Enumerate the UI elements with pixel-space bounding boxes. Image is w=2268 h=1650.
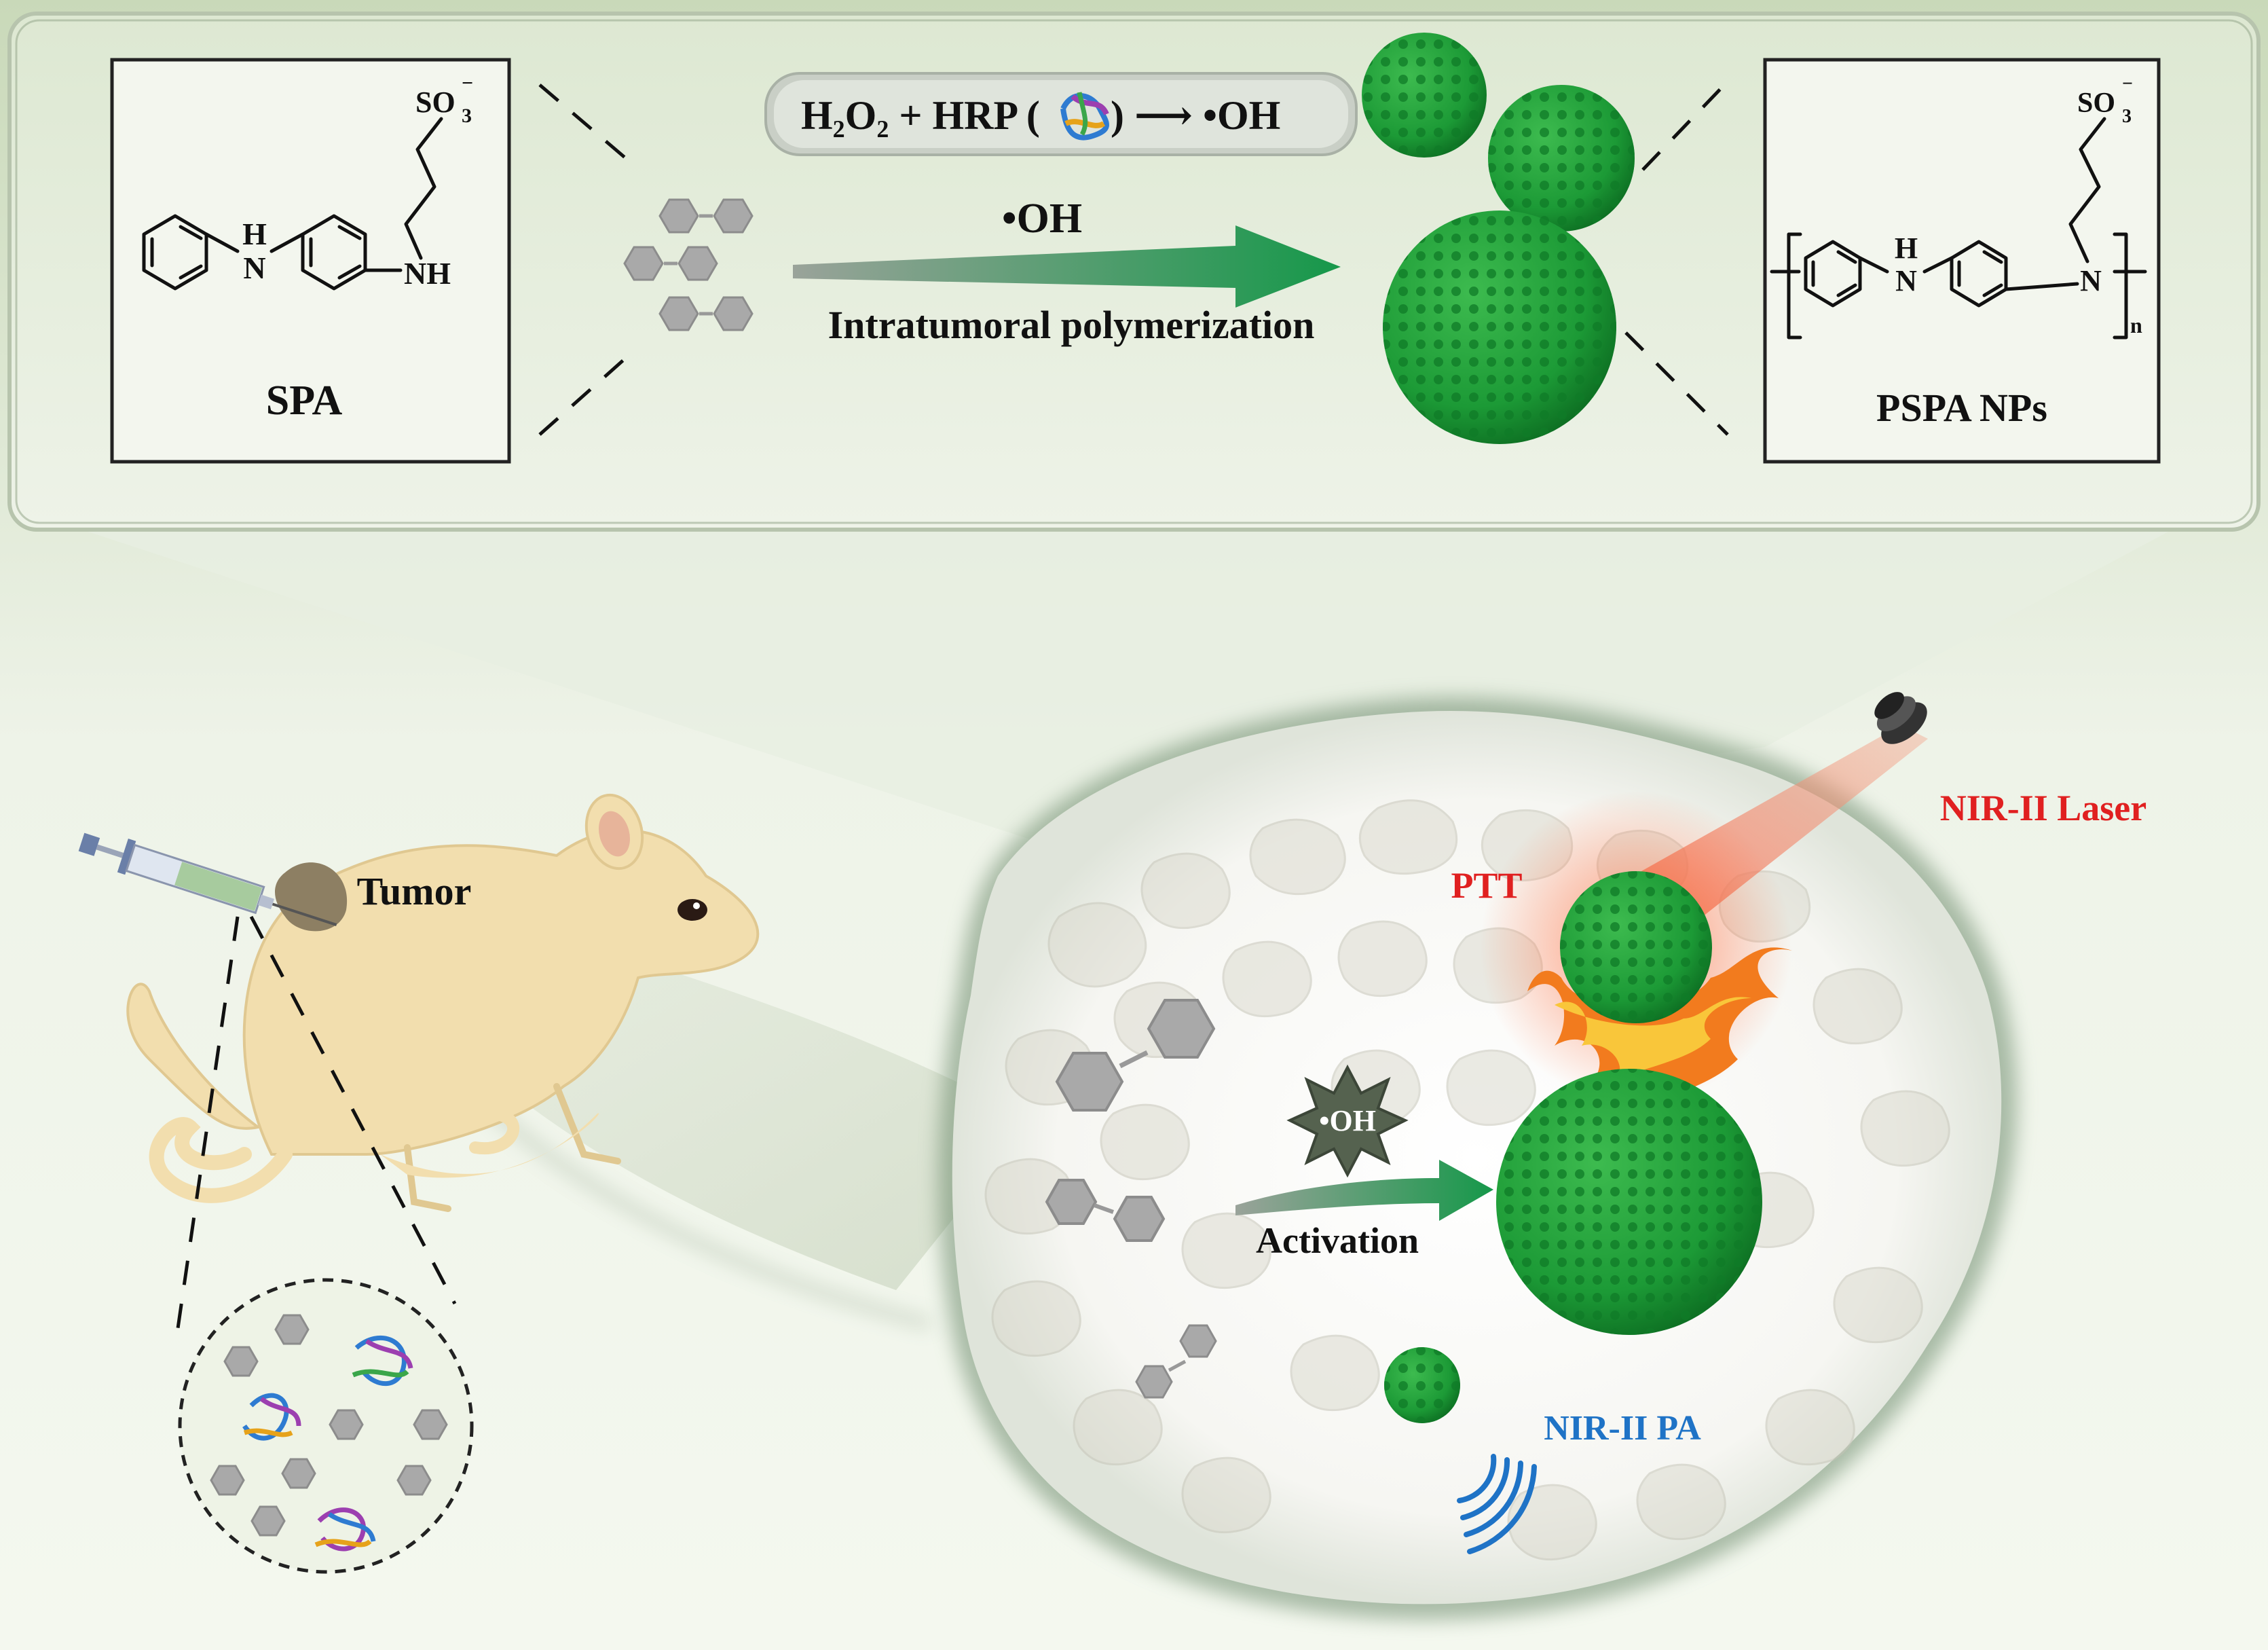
polymer-box: H N N SO 3 − n PSPA NPs	[1763, 58, 2161, 464]
laser-emitter-icon	[1874, 692, 1927, 744]
formulation-circle	[178, 1278, 474, 1574]
soundwave-icon	[1457, 1454, 1537, 1554]
polymer-sulfonate-sup: −	[2122, 73, 2133, 94]
hrp-enzyme-icon	[242, 1335, 413, 1552]
polymer-amine-n: N	[1895, 264, 1917, 297]
polymer-sulfonate-sub: 3	[2122, 106, 2132, 127]
polymerization-arrow	[793, 225, 1341, 308]
arrow-process-label: Intratumoral polymerization	[828, 303, 1315, 347]
laser-label: NIR-II Laser	[1940, 788, 2147, 828]
radical-label: •OH	[1319, 1104, 1376, 1137]
nanoparticle-cluster-top	[1362, 33, 1635, 444]
monomer-sulfonate: SO	[415, 86, 456, 119]
polymer-amine-h: H	[1895, 232, 1918, 265]
arrow-reagent-label: •OH	[1002, 196, 1082, 242]
monomer-name: SPA	[266, 378, 343, 424]
polymer-repeat-index: n	[2130, 313, 2142, 337]
nanoparticle-activated	[1496, 1069, 1762, 1335]
polymer-sulfonate: SO	[2077, 88, 2115, 119]
top-panel: H N NH SO 3 − SPA H₂O₂ + HRP (	[7, 12, 2261, 532]
monomer-amine-h: H	[242, 217, 267, 251]
tumor-label: Tumor	[357, 869, 472, 913]
pa-label: NIR-II PA	[1544, 1409, 1701, 1448]
tumor-spot	[275, 862, 348, 932]
monomer-amine-n: N	[243, 251, 265, 285]
syringe-icon	[78, 832, 337, 926]
monomer-terminal-amine: NH	[404, 256, 451, 291]
tumor-monomers	[1045, 999, 1217, 1399]
monomer-box: H N NH SO 3 − SPA	[110, 58, 511, 464]
polymer-chain-n: N	[2080, 264, 2102, 297]
zoom-funnel-upper	[81, 530, 2172, 849]
nanoparticle-pa	[1384, 1347, 1460, 1423]
nanoparticle-ptt	[1560, 871, 1712, 1023]
monomer-cluster-icon	[623, 198, 754, 331]
monomer-sulfonate-sup: −	[462, 72, 473, 94]
radical-burst-icon: •OH	[1286, 1064, 1409, 1178]
polymer-name: PSPA NPs	[1876, 386, 2047, 430]
mouse-icon	[126, 793, 760, 1212]
reaction-equation-pill: H₂O₂ + HRP ( ) ⟶ •OH	[764, 72, 1358, 156]
hrp-enzyme-icon	[1060, 92, 1109, 141]
activation-label: Activation	[1256, 1220, 1419, 1261]
reaction-equation-text: H₂O₂ + HRP (	[801, 93, 1040, 138]
activation-arrow	[1235, 1160, 1493, 1221]
tumor-zoom-blob	[937, 697, 2018, 1620]
flame-icon	[1527, 947, 1792, 1114]
ptt-label: PTT	[1451, 865, 1522, 906]
monomer-sulfonate-sub: 3	[462, 105, 472, 127]
reaction-product-text: ) ⟶ •OH	[1111, 93, 1280, 138]
